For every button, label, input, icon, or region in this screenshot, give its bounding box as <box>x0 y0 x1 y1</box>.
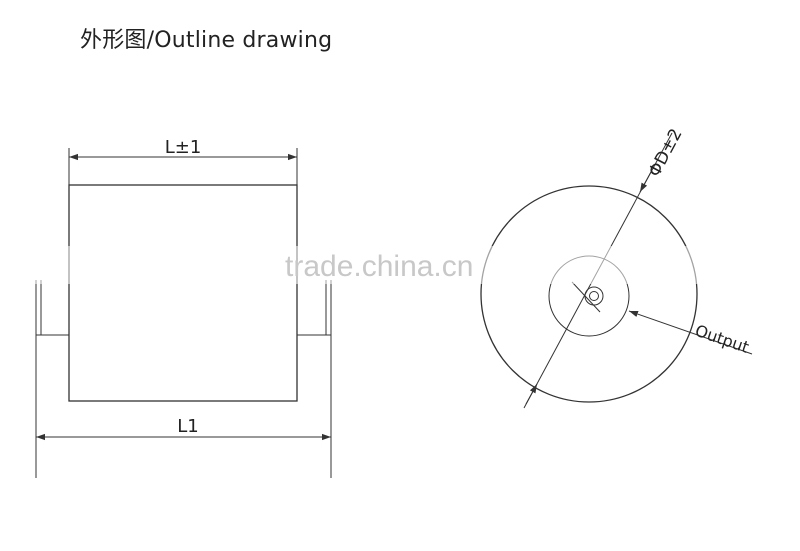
output-leader: Output <box>628 310 753 357</box>
overall-length-dimension: L1 <box>35 335 332 478</box>
dimension-arrow <box>525 383 538 405</box>
output-label: Output <box>693 321 752 357</box>
capacitor-body <box>68 184 298 402</box>
leader-line <box>628 310 753 355</box>
outer-circle <box>480 185 698 403</box>
terminal-hole-inner <box>589 291 599 301</box>
center-mark <box>571 281 601 313</box>
drawing-title: 外形图/Outline drawing <box>80 28 333 53</box>
diameter-label: ΦD±2 <box>645 125 687 180</box>
dimension-arrow <box>639 171 652 193</box>
length-label: L±1 <box>165 137 202 158</box>
watermark-text: trade.china.cn <box>285 250 473 283</box>
left-terminal <box>35 280 69 336</box>
length-dimension: L±1 <box>68 137 298 185</box>
right-terminal <box>297 280 332 336</box>
side-view: L±1 L1 <box>35 137 332 478</box>
overall-length-label: L1 <box>177 416 198 437</box>
watermark: trade.china.cn <box>20 246 780 284</box>
